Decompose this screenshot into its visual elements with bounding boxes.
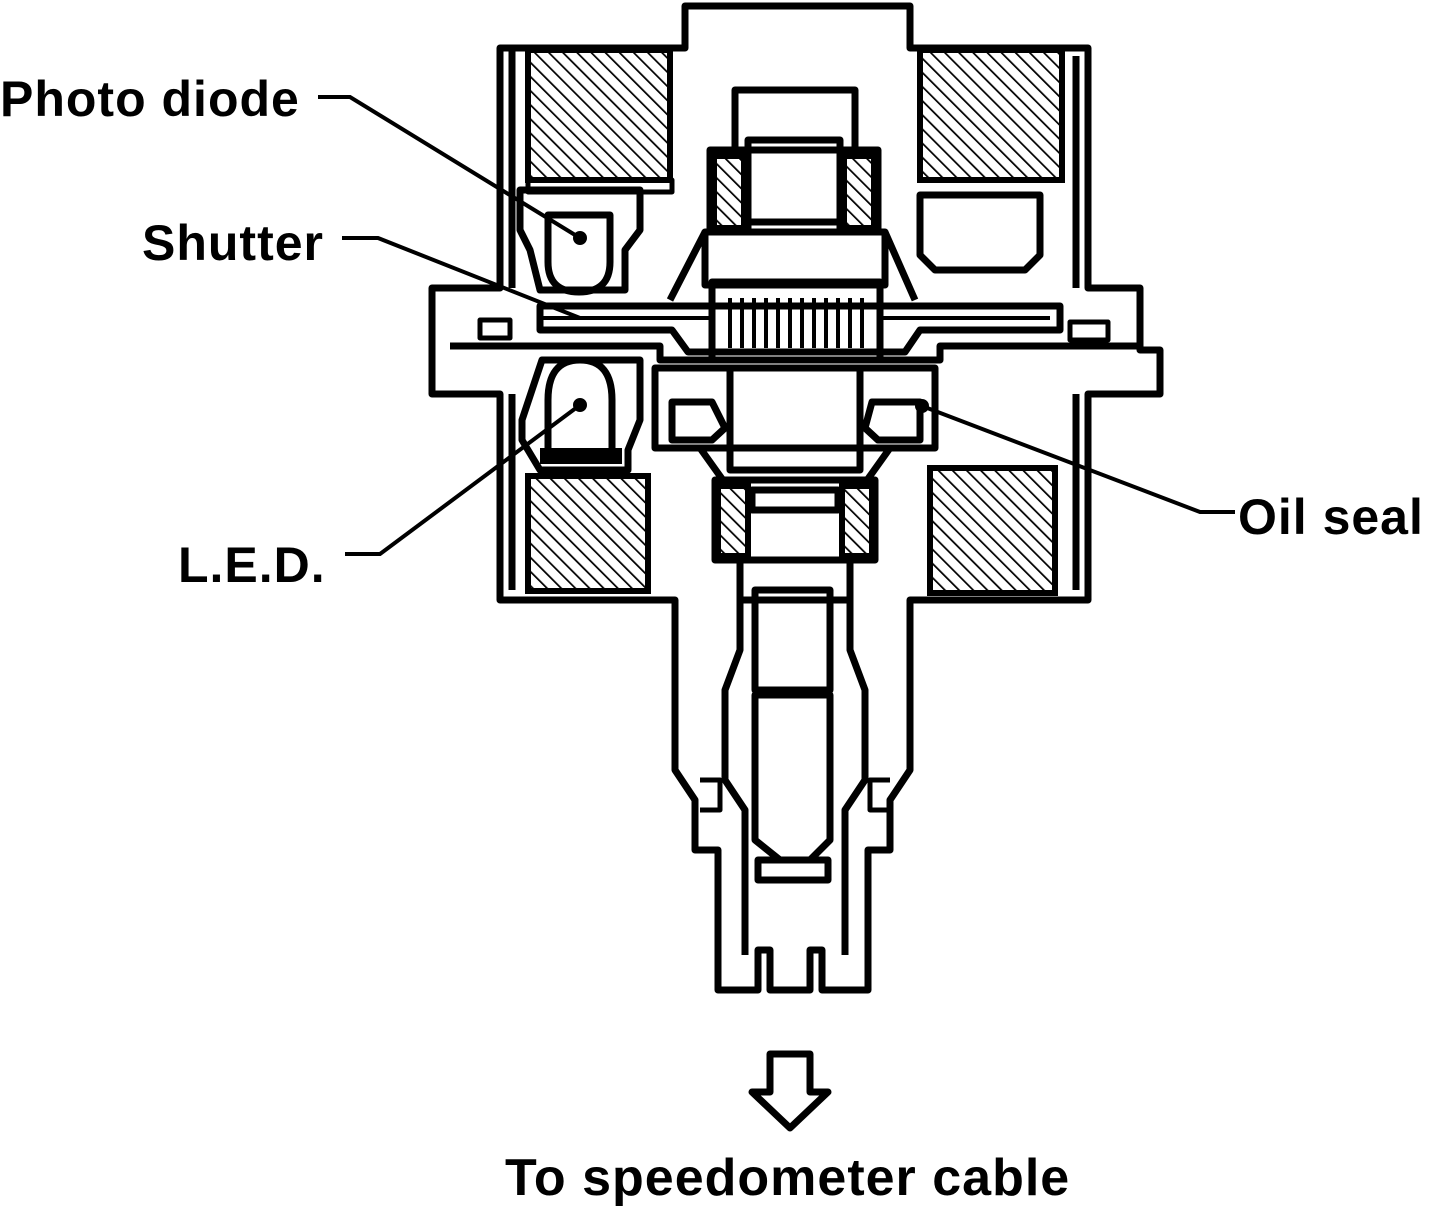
lower-housing-inner xyxy=(721,600,869,955)
label-output-cable: To speedometer cable xyxy=(505,1149,1071,1207)
collar-hatch-ur xyxy=(841,153,877,231)
leader-oil-seal xyxy=(921,404,1235,514)
lower-tip xyxy=(754,856,832,884)
flange-slot-right xyxy=(1067,319,1111,343)
lower-shaft xyxy=(751,586,834,694)
label-led: L.E.D. xyxy=(178,537,326,593)
coil-top-left xyxy=(525,47,673,183)
lower-hex xyxy=(751,691,834,864)
label-photo-diode: Photo diode xyxy=(0,71,300,127)
led-bulb xyxy=(544,356,616,456)
right-cavity xyxy=(916,191,1044,274)
flange-slot-left xyxy=(477,317,513,341)
leader-shutter xyxy=(342,236,581,320)
gear-body xyxy=(708,278,884,364)
photodiode-bulb xyxy=(544,211,614,296)
upper-body xyxy=(701,228,889,289)
shutter-disc xyxy=(536,302,1064,356)
lower-bearing-housing xyxy=(651,364,939,452)
lower-nut xyxy=(748,486,842,514)
down-arrow-icon xyxy=(748,1050,832,1132)
coil-top-right xyxy=(917,47,1065,183)
leader-lines xyxy=(318,95,1235,556)
collar-hatch-ll xyxy=(715,483,751,559)
lower-steps xyxy=(700,777,890,813)
label-oil-seal: Oil seal xyxy=(1238,489,1424,545)
leader-led xyxy=(345,403,582,556)
coil-bottom-right xyxy=(927,465,1058,596)
led-base xyxy=(540,448,622,464)
collar-hatch-lr xyxy=(839,483,875,559)
mid-flange xyxy=(450,342,1140,364)
oil-seal-right xyxy=(861,398,924,444)
shaft-block xyxy=(726,364,864,474)
oil-seal-left xyxy=(668,398,729,444)
photodiode-cavity xyxy=(516,186,644,294)
coil-blocks xyxy=(525,47,1065,596)
leader-photo-diode xyxy=(318,95,582,240)
collar-hatch-ul xyxy=(711,153,747,231)
label-shutter: Shutter xyxy=(142,215,324,271)
coil-bottom-left xyxy=(525,473,651,594)
upper-taper-left xyxy=(666,230,919,302)
